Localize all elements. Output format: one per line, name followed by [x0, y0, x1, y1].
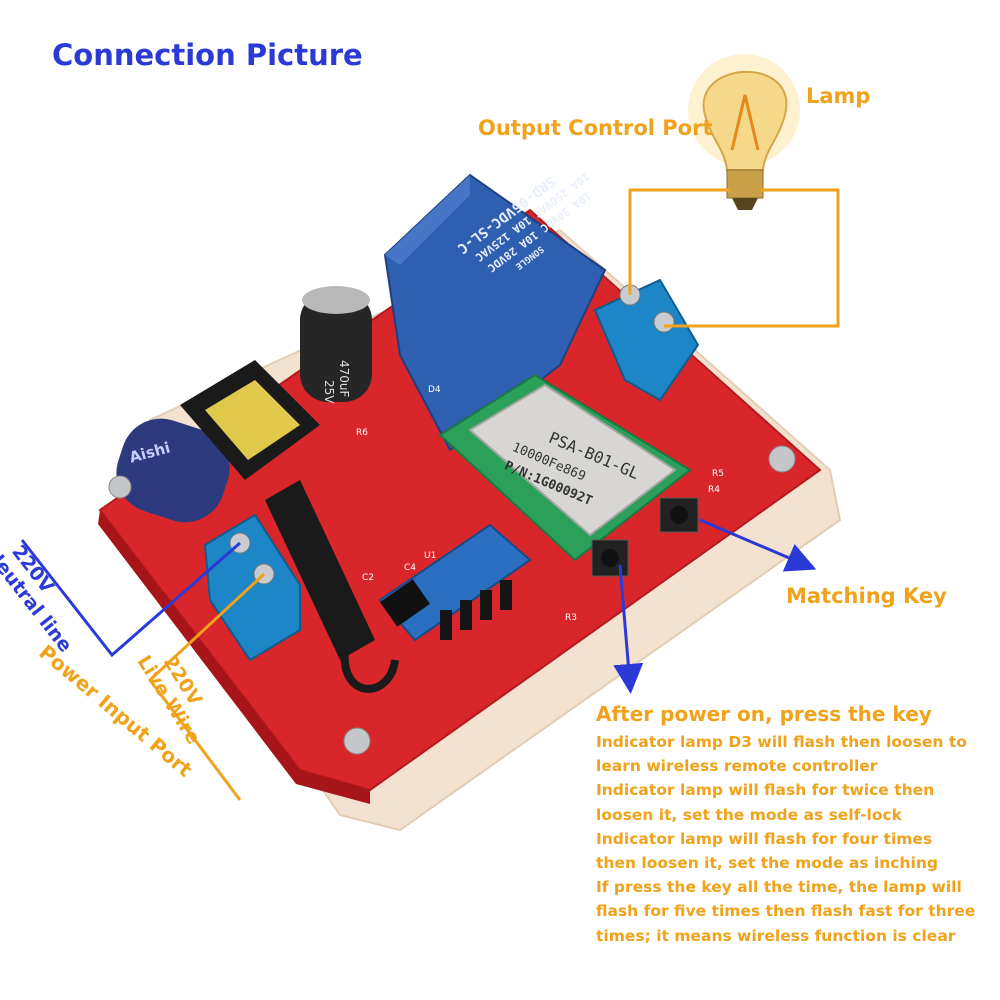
- neutral-wire: [20, 539, 241, 658]
- silkscreen-label: R6: [356, 428, 368, 438]
- instruction-line: learn wireless remote controller: [596, 757, 878, 776]
- terminal-screw-2: [653, 311, 675, 333]
- silkscreen-label: C2: [362, 573, 374, 583]
- output-port-label: Output Control Port: [478, 116, 713, 140]
- mount-screw-1: [768, 445, 796, 473]
- capacitor-small: 470uF 25V: [300, 286, 372, 404]
- pin-header: [440, 580, 512, 640]
- output-wire: [628, 188, 730, 295]
- matching-key-label: Matching Key: [786, 584, 947, 608]
- instruction-line: Indicator lamp D3 will flash then loosen…: [596, 733, 967, 751]
- instruction-line: Indicator lamp will flash for twice then: [596, 781, 935, 800]
- instruction-line: Indicator lamp will flash for four times: [596, 829, 933, 848]
- arrow-d3-key: [613, 564, 644, 694]
- instruction-line: flash for five times then flash fast for…: [596, 902, 976, 921]
- silkscreen-label: D4: [428, 385, 441, 395]
- page-title: Connection Picture: [52, 38, 363, 72]
- instruction-line: then loosen it, set the mode as inching: [596, 854, 938, 873]
- silkscreen-label: U1: [424, 551, 436, 561]
- push-button-d3: [591, 539, 629, 577]
- instructions-text: Indicator lamp D3 will flash then loosen…: [596, 730, 975, 948]
- relay: SRD-05VDC-SL-C 10A 250VAC 10A 125VAC 10A…: [383, 170, 607, 452]
- instruction-line: loosen it, set the mode as self-lock: [596, 805, 902, 824]
- silkscreen-label: R4: [708, 485, 720, 495]
- arrow-matching-key: [699, 518, 817, 572]
- lamp-icon: [688, 54, 800, 210]
- mount-screw-2: [343, 727, 371, 755]
- push-button-matching: [659, 497, 699, 533]
- instruction-line: If press the key all the time, the lamp …: [596, 878, 962, 897]
- capacitor-large: Aishi: [116, 418, 230, 523]
- silkscreen-label: R3: [565, 613, 577, 623]
- output-wire-return: [664, 188, 840, 328]
- rf-receiver: [378, 523, 532, 642]
- capacitor-small-value: 470uF: [337, 360, 351, 398]
- instruction-line: times; it means wireless function is cle…: [596, 926, 956, 945]
- wifi-module: PSA-B01-GL 10000Fe869 P/N:1G00092T: [438, 373, 692, 562]
- instructions-heading: After power on, press the key: [596, 702, 932, 726]
- mount-screw-3: [108, 475, 132, 499]
- coil-antenna: [265, 480, 399, 693]
- silkscreen-label: R5: [712, 469, 724, 479]
- silkscreen-label: C4: [404, 563, 416, 573]
- lamp-label: Lamp: [806, 84, 871, 108]
- capacitor-small-voltage: 25V: [322, 380, 336, 404]
- live-wire: [147, 572, 266, 801]
- transformer: [180, 360, 320, 480]
